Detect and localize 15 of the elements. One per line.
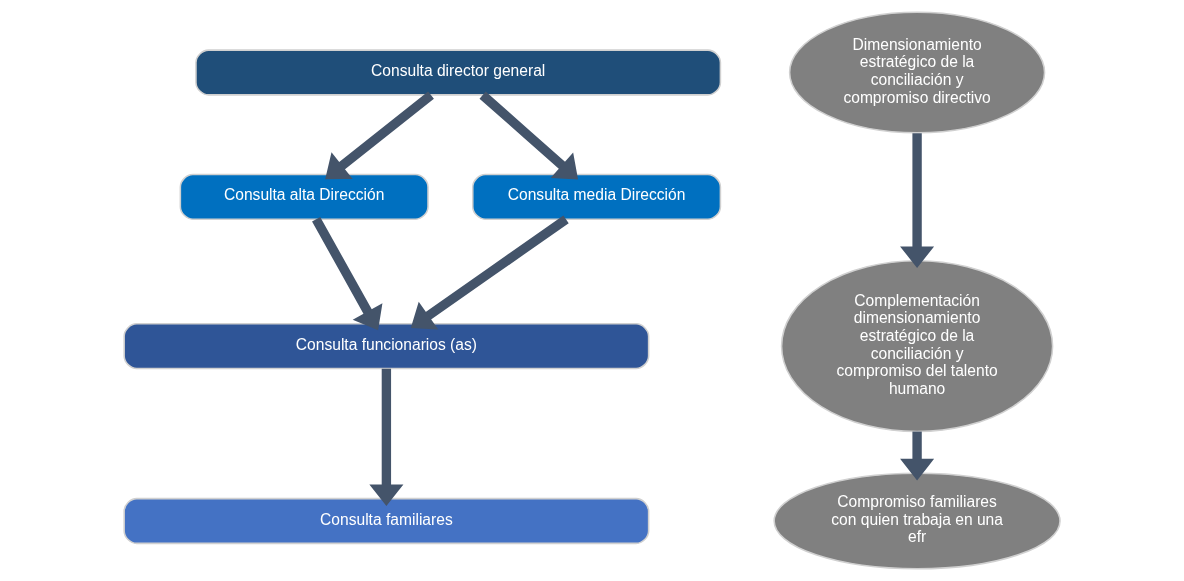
arrow [410, 215, 569, 330]
node-ellipse: Compromiso familiares con quien trabaja en una efr [773, 472, 1061, 570]
arrow [479, 91, 579, 180]
node-box: Consulta alta Dirección [179, 173, 429, 220]
node-box: Consulta funcionarios (as) [123, 323, 650, 370]
arrow [900, 431, 935, 481]
node-ellipse: Dimensionamiento estratégico de la conciliación y compromiso directivo [788, 11, 1046, 134]
node-box: Consulta director general [195, 49, 722, 96]
arrow [312, 217, 383, 331]
arrow [369, 368, 404, 506]
arrow [900, 133, 935, 269]
node-box: Consulta media Dirección [472, 173, 722, 220]
node-ellipse: Complementación dimensionamiento estratégico de la conciliación y compromiso del talento humano [780, 260, 1054, 433]
arrow [325, 91, 434, 180]
node-box: Consulta familiares [123, 497, 650, 545]
